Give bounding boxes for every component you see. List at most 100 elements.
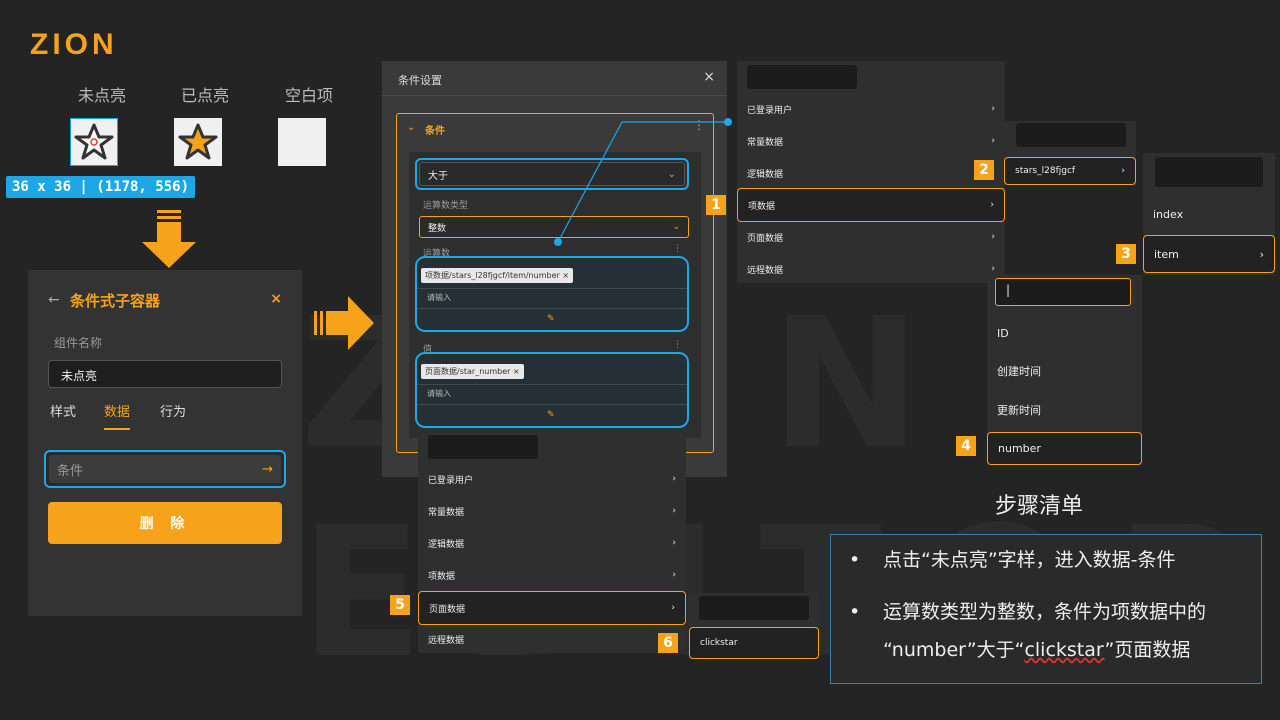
operand-type-select[interactable]: 整数 ⌄ — [419, 216, 689, 238]
value-label: 值 — [423, 345, 433, 355]
step-badge-5: 5 — [390, 595, 410, 615]
value-placeholder[interactable]: 请输入 — [427, 389, 451, 398]
submenu-search-input[interactable] — [1155, 157, 1263, 187]
chevron-right-icon: › — [671, 603, 675, 613]
connector-line — [554, 118, 732, 246]
label-lit: 已点亮 — [181, 86, 230, 105]
condition-input[interactable]: 条件 → — [44, 450, 286, 488]
arrow-right-icon — [314, 296, 376, 354]
chevron-right-icon: › — [991, 264, 995, 274]
operand-expression[interactable]: 项数据/stars_l28fjgcf/item/number × 请输入 ✎ — [415, 256, 689, 332]
chevron-right-icon: › — [991, 136, 995, 146]
dialog-close-icon[interactable]: × — [703, 69, 715, 85]
value-expression[interactable]: 页面数据/star_number × 请输入 ✎ — [415, 352, 689, 428]
operand-placeholder[interactable]: 请输入 — [427, 293, 451, 302]
chevron-right-icon: › — [1121, 166, 1125, 176]
menu-item-logged-user[interactable]: 已登录用户› — [747, 104, 995, 116]
submenu-search-input[interactable] — [699, 596, 809, 620]
more-icon[interactable]: ⋮ — [673, 340, 682, 350]
star-unlit-icon[interactable] — [70, 118, 118, 166]
blank-item[interactable] — [278, 118, 326, 166]
menu-item-page-data[interactable]: 页面数据› — [418, 591, 686, 625]
zion-logo: ZION — [30, 28, 118, 61]
divider — [417, 404, 687, 405]
edit-icon[interactable]: ✎ — [547, 314, 555, 324]
index-submenu: index item› — [1143, 153, 1275, 275]
chevron-right-icon: › — [672, 570, 676, 580]
chevron-right-icon: › — [991, 232, 995, 242]
field-search-input[interactable]: | — [995, 278, 1131, 306]
stars-submenu: stars_l28fjgcf› — [1004, 121, 1136, 185]
conditional-container-panel: ← 条件式子容器 × 组件名称 未点亮 样式 数据 行为 条件 → 删 除 — [28, 270, 302, 616]
panel-title: 条件式子容器 — [70, 292, 161, 310]
chevron-right-icon: › — [1259, 247, 1264, 261]
label-blank: 空白项 — [285, 86, 334, 105]
submenu-search-input[interactable] — [1016, 123, 1126, 147]
step-badge-3: 3 — [1116, 244, 1136, 264]
menu-item-page-data[interactable]: 页面数据› — [747, 232, 995, 244]
menu-item-logic[interactable]: 逻辑数据› — [737, 161, 1005, 185]
chevron-right-icon: › — [672, 474, 676, 484]
divider — [417, 384, 687, 385]
data-source-menu-bottom: 已登录用户› 常量数据› 逻辑数据› 项数据› 页面数据› 远程数据 — [418, 431, 686, 653]
menu-item-remote[interactable]: 远程数据 — [428, 635, 465, 646]
chevron-down-icon[interactable]: ⌄ — [407, 122, 416, 133]
menu-item-index[interactable]: index — [1153, 207, 1184, 221]
menu-item-constant[interactable]: 常量数据› — [428, 506, 676, 518]
chevron-down-icon: ⌄ — [672, 222, 680, 232]
chevron-right-icon: › — [990, 200, 994, 210]
operand-type-value: 整数 — [428, 223, 447, 234]
step-badge-2: 2 — [974, 160, 994, 180]
menu-item-constant[interactable]: 常量数据› — [747, 136, 995, 148]
operand-type-label: 运算数类型 — [423, 201, 469, 211]
star-lit-icon[interactable] — [174, 118, 222, 166]
menu-item-item[interactable]: item› — [1143, 235, 1275, 273]
steps-title: 步骤清单 — [995, 494, 1084, 519]
arrow-down-icon — [142, 210, 196, 274]
menu-item-logic[interactable]: 逻辑数据› — [428, 538, 676, 550]
more-icon[interactable]: ⋮ — [673, 244, 682, 254]
menu-item-stars[interactable]: stars_l28fjgcf› — [1004, 157, 1136, 185]
chevron-right-icon: › — [672, 538, 676, 548]
menu-item-number[interactable]: number — [987, 432, 1142, 465]
delete-button[interactable]: 删 除 — [48, 502, 282, 544]
step-badge-6: 6 — [658, 633, 678, 653]
divider — [417, 308, 687, 309]
menu-item-id[interactable]: ID — [997, 326, 1009, 340]
tab-underline — [104, 428, 130, 430]
value-chip[interactable]: 页面数据/star_number × — [421, 364, 524, 379]
condition-dialog: 条件设置 × ⌄ 条件 ⋮ 大于⌄ 运算数类型 整数 ⌄ 运算数 ⋮ 项数据/s… — [382, 61, 727, 477]
step-badge-4: 4 — [956, 436, 976, 456]
chevron-down-icon: ⌄ — [667, 168, 676, 180]
dialog-title: 条件设置 — [398, 74, 442, 87]
condition-placeholder: 条件 — [57, 463, 84, 479]
operand-label: 运算数 — [423, 249, 451, 259]
menu-search-input[interactable] — [747, 65, 857, 89]
dialog-separator — [382, 95, 727, 96]
menu-item-logged-user[interactable]: 已登录用户› — [428, 474, 676, 486]
menu-item-clickstar[interactable]: clickstar — [689, 627, 819, 659]
fields-submenu: | ID 创建时间 更新时间 number — [987, 275, 1142, 465]
condition-label: 条件 — [425, 126, 445, 137]
steps-list: •点击“未点亮”字样，进入数据-条件 •运算数类型为整数，条件为项数据中的 “n… — [830, 534, 1262, 684]
edit-icon[interactable]: ✎ — [547, 410, 555, 420]
condition-frame: ⌄ 条件 ⋮ 大于⌄ 运算数类型 整数 ⌄ 运算数 ⋮ 项数据/stars_l2… — [396, 113, 714, 453]
back-arrow-icon[interactable]: ← — [48, 292, 60, 308]
tab-style[interactable]: 样式 — [50, 405, 77, 420]
component-name-input[interactable]: 未点亮 — [48, 360, 282, 388]
menu-item-updated[interactable]: 更新时间 — [997, 404, 1041, 417]
operator-select[interactable]: 大于⌄ — [415, 158, 689, 190]
step-badge-1: 1 — [706, 195, 726, 215]
menu-item-item-data[interactable]: 项数据› — [428, 570, 676, 582]
menu-item-item-data[interactable]: 项数据› — [737, 188, 1005, 222]
page-data-submenu: clickstar — [689, 593, 819, 659]
chevron-right-icon: › — [672, 506, 676, 516]
operand-chip[interactable]: 项数据/stars_l28fjgcf/item/number × — [421, 268, 574, 283]
menu-search-input[interactable] — [428, 435, 538, 459]
tab-data[interactable]: 数据 — [104, 405, 131, 420]
close-icon[interactable]: × — [270, 291, 282, 307]
menu-item-remote[interactable]: 远程数据› — [747, 264, 995, 276]
menu-item-created[interactable]: 创建时间 — [997, 365, 1041, 378]
tab-behavior[interactable]: 行为 — [160, 405, 187, 420]
label-unlit: 未点亮 — [78, 86, 127, 105]
